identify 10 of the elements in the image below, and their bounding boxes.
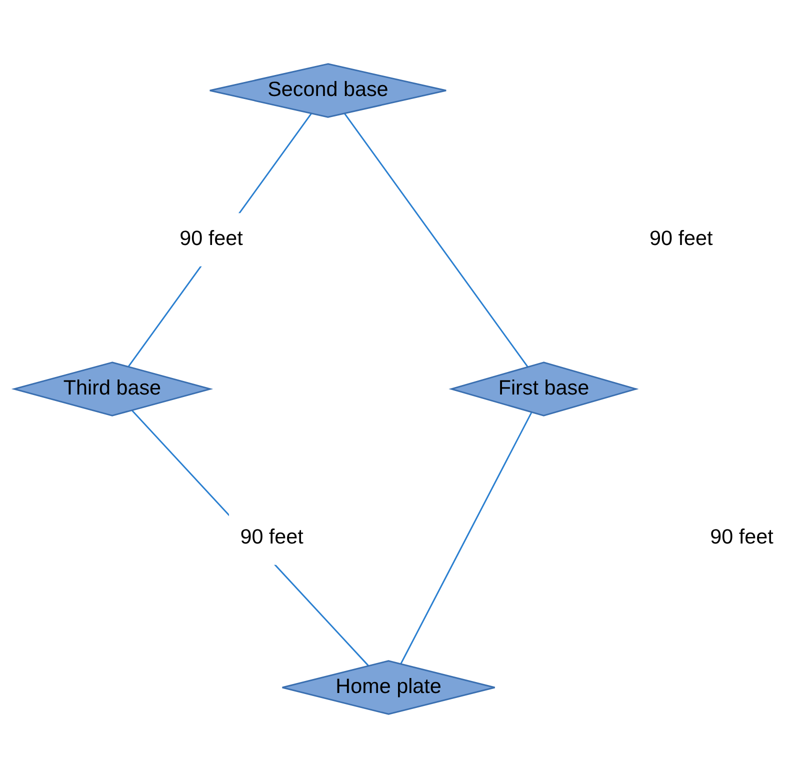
node-diamond: Home plate bbox=[282, 660, 496, 715]
node-diamond: First base bbox=[448, 362, 639, 416]
connector bbox=[344, 113, 528, 368]
connector bbox=[400, 412, 532, 664]
node-diamond: Third base bbox=[11, 362, 214, 416]
label: 90 feet bbox=[650, 227, 713, 250]
label: 90 feet bbox=[240, 526, 304, 549]
label: 90 feet bbox=[710, 526, 774, 549]
node-diamond: Second base bbox=[209, 63, 447, 118]
label: 90 feet bbox=[180, 227, 243, 250]
